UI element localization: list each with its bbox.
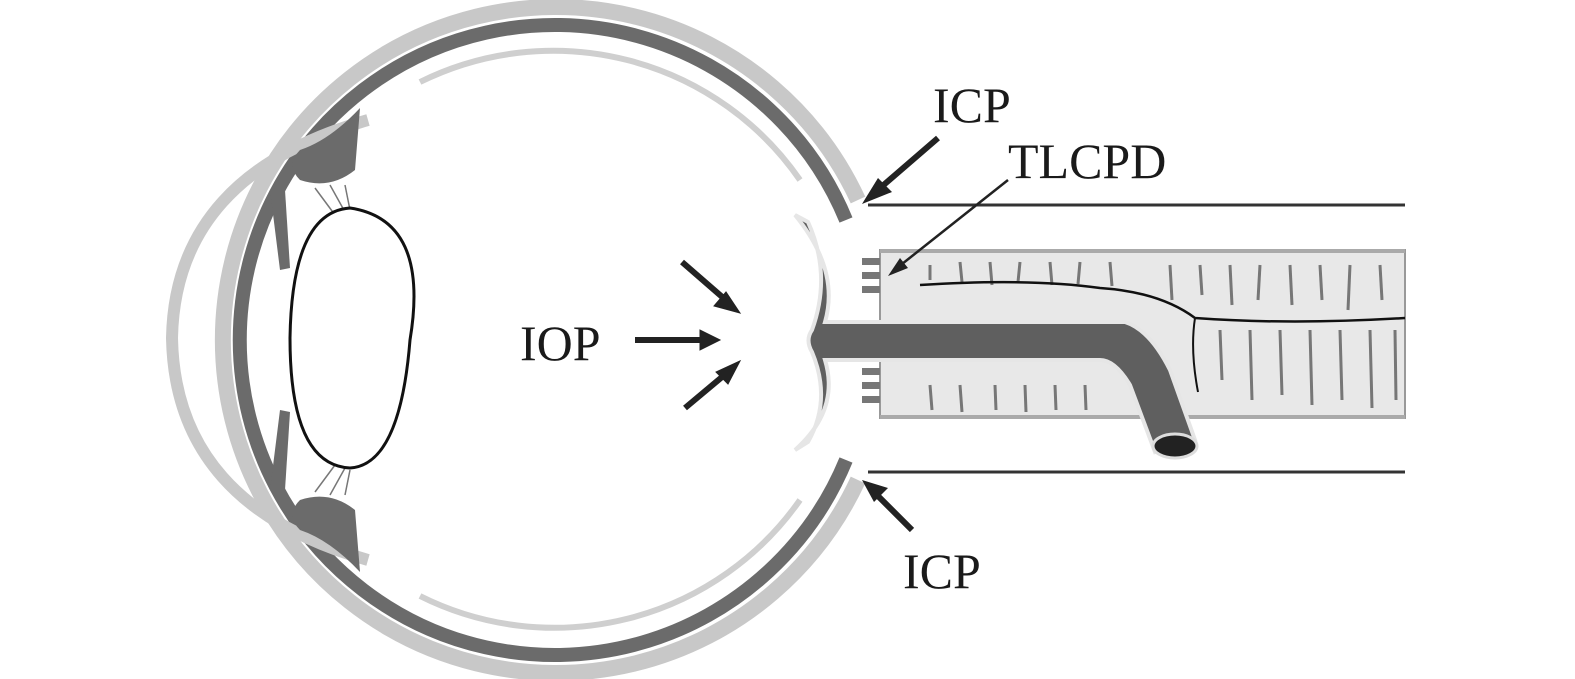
lamina-cribrosa — [862, 258, 880, 403]
zonules — [314, 184, 351, 496]
choroid — [232, 18, 853, 662]
sclera — [214, 0, 866, 679]
cornea — [165, 114, 370, 566]
tlcpd-arrow — [888, 179, 1009, 276]
iop-arrows — [635, 259, 742, 411]
iop-label: IOP — [520, 315, 601, 371]
ciliary-body-top — [292, 108, 360, 184]
iris-top — [270, 190, 290, 270]
tlcpd-label: TLCPD — [1008, 133, 1166, 189]
icp-top-label: ICP — [933, 77, 1011, 133]
iris-bottom — [270, 410, 290, 490]
icp-top-arrow — [862, 135, 940, 204]
ciliary-body-bottom — [292, 496, 360, 572]
central-retinal-vessel-line — [919, 280, 1406, 323]
icp-bottom-arrow — [862, 480, 915, 533]
vessel-opening — [1151, 432, 1199, 460]
icp-bottom-label: ICP — [903, 543, 981, 599]
retina — [418, 47, 803, 182]
central-retinal-vessel — [793, 213, 1198, 455]
lens — [288, 206, 416, 470]
